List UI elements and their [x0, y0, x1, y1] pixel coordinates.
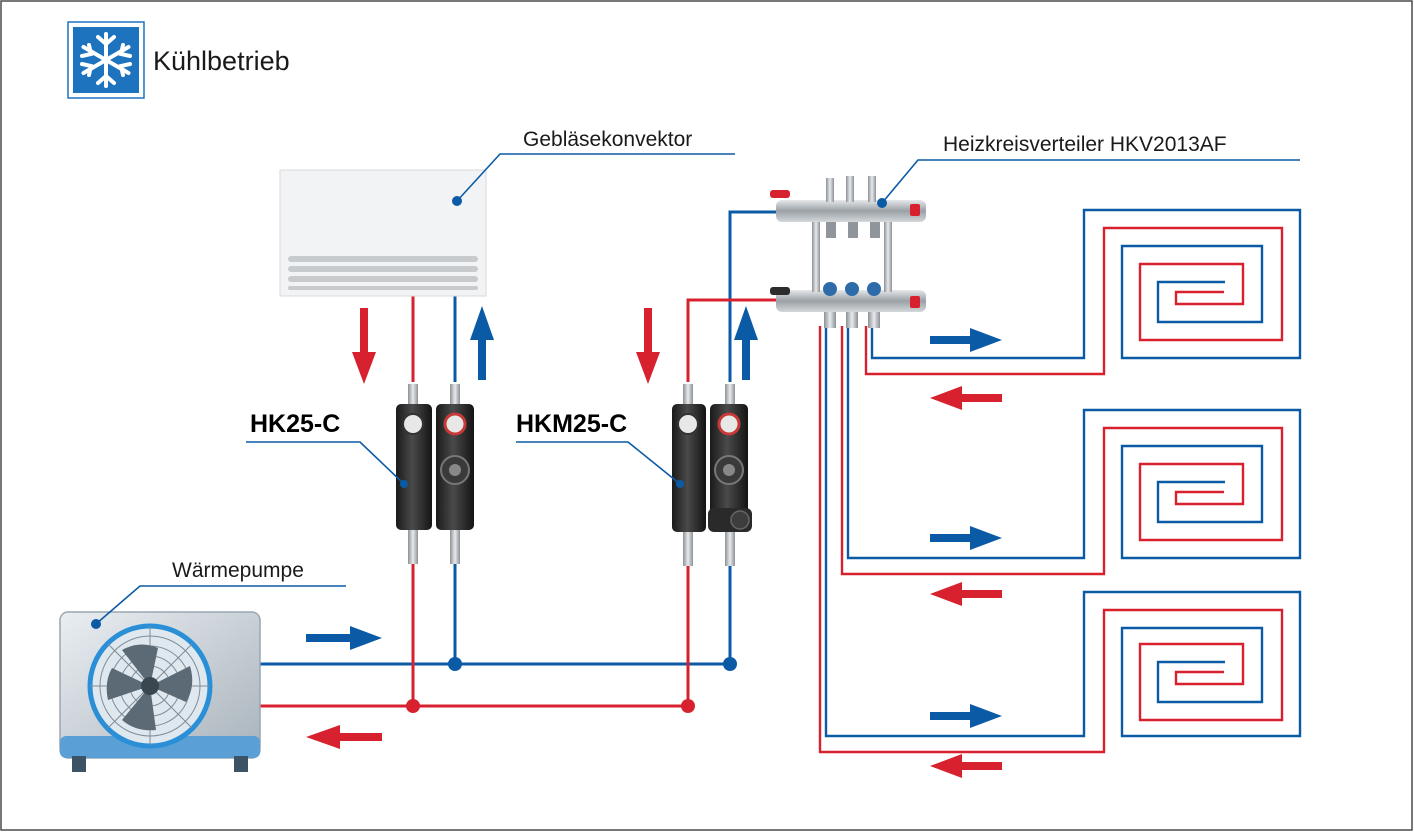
heat-pump-unit	[59, 611, 261, 772]
hk25-label: HK25-C	[250, 410, 340, 438]
hk25-pump-group	[396, 384, 474, 564]
fan-coil-unit	[279, 169, 487, 297]
fan-coil-label: Gebläsekonvektor	[523, 128, 692, 151]
page-title: Kühlbetrieb	[153, 46, 290, 76]
manifold-unit	[770, 176, 926, 328]
heat-pump-label: Wärmepumpe	[172, 559, 304, 582]
manifold-label: Heizkreisverteiler HKV2013AF	[943, 133, 1227, 156]
flow-arrows	[306, 306, 1002, 778]
snowflake-icon	[67, 21, 145, 99]
hkm25-label: HKM25-C	[516, 410, 627, 438]
